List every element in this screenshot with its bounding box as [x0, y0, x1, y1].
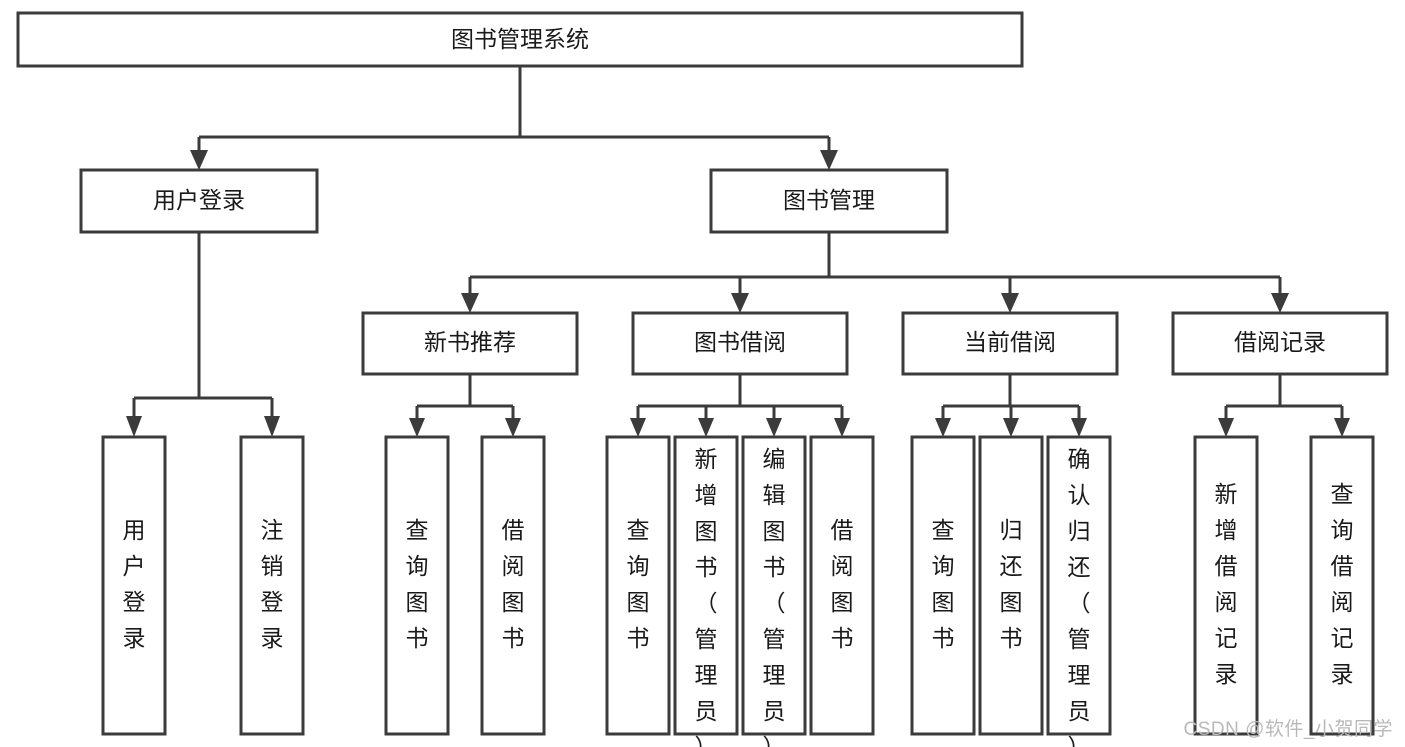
arrow-head-user-login: [190, 150, 208, 170]
node-leaf-add-book-box[interactable]: [673, 435, 739, 736]
connector-group-new-book-recommend: [409, 374, 521, 437]
node-borrow-record-label: 借阅记录: [1234, 329, 1326, 355]
arrow-head-leaf-query-book-1: [409, 418, 425, 437]
arrow-head-leaf-query-book-3: [935, 418, 951, 437]
node-leaf-logout[interactable]: 注销登录: [239, 435, 305, 736]
node-leaf-borrow-book-2[interactable]: 借阅图书: [809, 435, 875, 736]
node-book-borrow[interactable]: 图书借阅: [631, 311, 849, 376]
connector-group-book-manage: [461, 232, 1289, 313]
node-leaf-confirm-return-box[interactable]: [1046, 435, 1112, 736]
node-leaf-query-book-2[interactable]: 查询图书: [605, 435, 671, 736]
node-book-manage-box[interactable]: [709, 168, 949, 234]
node-leaf-borrow-book-1[interactable]: 借阅图书: [480, 435, 546, 736]
node-current-borrow-box[interactable]: [901, 311, 1119, 376]
node-leaf-query-book-1[interactable]: 查询图书: [384, 435, 450, 736]
node-root-label: 图书管理系统: [451, 26, 589, 52]
node-leaf-return-book-box[interactable]: [978, 435, 1044, 736]
node-leaf-query-book-3-label: 查询图书: [932, 517, 955, 651]
node-leaf-user-login-box[interactable]: [101, 435, 167, 736]
node-leaf-query-book-3[interactable]: 查询图书: [910, 435, 976, 736]
node-current-borrow-label: 当前借阅: [964, 329, 1056, 355]
node-current-borrow[interactable]: 当前借阅: [901, 311, 1119, 376]
node-leaf-query-book-2-label: 查询图书: [627, 517, 650, 651]
node-leaf-user-login-label: 用户登录: [123, 517, 146, 651]
node-leaf-add-record[interactable]: 新增借阅记录: [1193, 435, 1259, 736]
node-book-manage-label: 图书管理: [783, 187, 875, 213]
node-leaf-borrow-book-1-box[interactable]: [480, 435, 546, 736]
node-borrow-record-box[interactable]: [1171, 311, 1389, 376]
arrow-head-leaf-edit-book: [766, 418, 782, 437]
node-leaf-query-record[interactable]: 查询借阅记录: [1309, 435, 1375, 736]
node-user-login-label: 用户登录: [153, 187, 245, 213]
arrow-head-leaf-user-login: [126, 416, 142, 437]
node-leaf-confirm-return-label: 确认归还（管理员）: [1068, 446, 1091, 747]
node-leaf-query-book-3-box[interactable]: [910, 435, 976, 736]
node-book-borrow-label: 图书借阅: [694, 329, 786, 355]
node-leaf-return-book-label: 归还图书: [1000, 517, 1023, 651]
arrow-head-current-borrow: [1001, 293, 1019, 313]
arrow-head-leaf-add-record: [1218, 418, 1234, 437]
node-leaf-edit-book[interactable]: 编辑图书（管理员）: [741, 435, 807, 747]
connector-group-borrow-record: [1218, 374, 1350, 437]
node-leaf-confirm-return[interactable]: 确认归还（管理员）: [1046, 435, 1112, 747]
node-leaf-query-book-2-box[interactable]: [605, 435, 671, 736]
node-leaf-query-record-label: 查询借阅记录: [1331, 481, 1354, 687]
node-leaf-return-book[interactable]: 归还图书: [978, 435, 1044, 736]
node-leaf-add-book[interactable]: 新增图书（管理员）: [673, 435, 739, 747]
arrow-head-leaf-query-book-2: [630, 418, 646, 437]
node-leaf-query-record-box[interactable]: [1309, 435, 1375, 736]
node-leaf-query-book-1-box[interactable]: [384, 435, 450, 736]
node-new-book-recommend-box[interactable]: [361, 311, 579, 376]
node-root[interactable]: 图书管理系统: [16, 11, 1024, 68]
node-leaf-logout-label: 注销登录: [261, 517, 284, 651]
connector-group-book-borrow: [630, 374, 850, 437]
arrow-head-leaf-confirm-return: [1071, 418, 1087, 437]
node-leaf-add-record-box[interactable]: [1193, 435, 1259, 736]
node-leaf-user-login[interactable]: 用户登录: [101, 435, 167, 736]
node-leaf-add-record-label: 新增借阅记录: [1215, 481, 1238, 687]
arrow-head-borrow-record: [1271, 293, 1289, 313]
node-new-book-recommend-label: 新书推荐: [424, 329, 516, 355]
arrow-head-leaf-return-book: [1003, 418, 1019, 437]
arrow-head-leaf-add-book: [698, 418, 714, 437]
connector-group-current-borrow: [935, 374, 1087, 437]
connector-group-root: [190, 67, 838, 170]
node-leaf-borrow-book-2-box[interactable]: [809, 435, 875, 736]
arrow-head-book-manage: [820, 150, 838, 170]
node-new-book-recommend[interactable]: 新书推荐: [361, 311, 579, 376]
node-book-borrow-box[interactable]: [631, 311, 849, 376]
arrow-head-book-borrow: [731, 293, 749, 313]
arrow-head-leaf-query-record: [1334, 418, 1350, 437]
node-leaf-edit-book-label: 编辑图书（管理员）: [763, 446, 786, 747]
node-leaf-edit-book-box[interactable]: [741, 435, 807, 736]
node-user-login-box[interactable]: [79, 168, 319, 234]
node-root-box[interactable]: [16, 11, 1024, 68]
node-book-manage[interactable]: 图书管理: [709, 168, 949, 234]
node-leaf-logout-box[interactable]: [239, 435, 305, 736]
node-leaf-borrow-book-1-label: 借阅图书: [502, 517, 525, 651]
node-user-login[interactable]: 用户登录: [79, 168, 319, 234]
arrow-head-new-book-recommend: [461, 293, 479, 313]
node-leaf-borrow-book-2-label: 借阅图书: [831, 517, 854, 651]
arrow-head-leaf-borrow-book-1: [505, 418, 521, 437]
node-leaf-add-book-label: 新增图书（管理员）: [695, 446, 718, 747]
arrow-head-leaf-logout: [264, 416, 280, 437]
arrow-head-leaf-borrow-book-2: [834, 418, 850, 437]
node-leaf-query-book-1-label: 查询图书: [406, 517, 429, 651]
node-borrow-record[interactable]: 借阅记录: [1171, 311, 1389, 376]
connector-group-user-login: [126, 232, 280, 437]
